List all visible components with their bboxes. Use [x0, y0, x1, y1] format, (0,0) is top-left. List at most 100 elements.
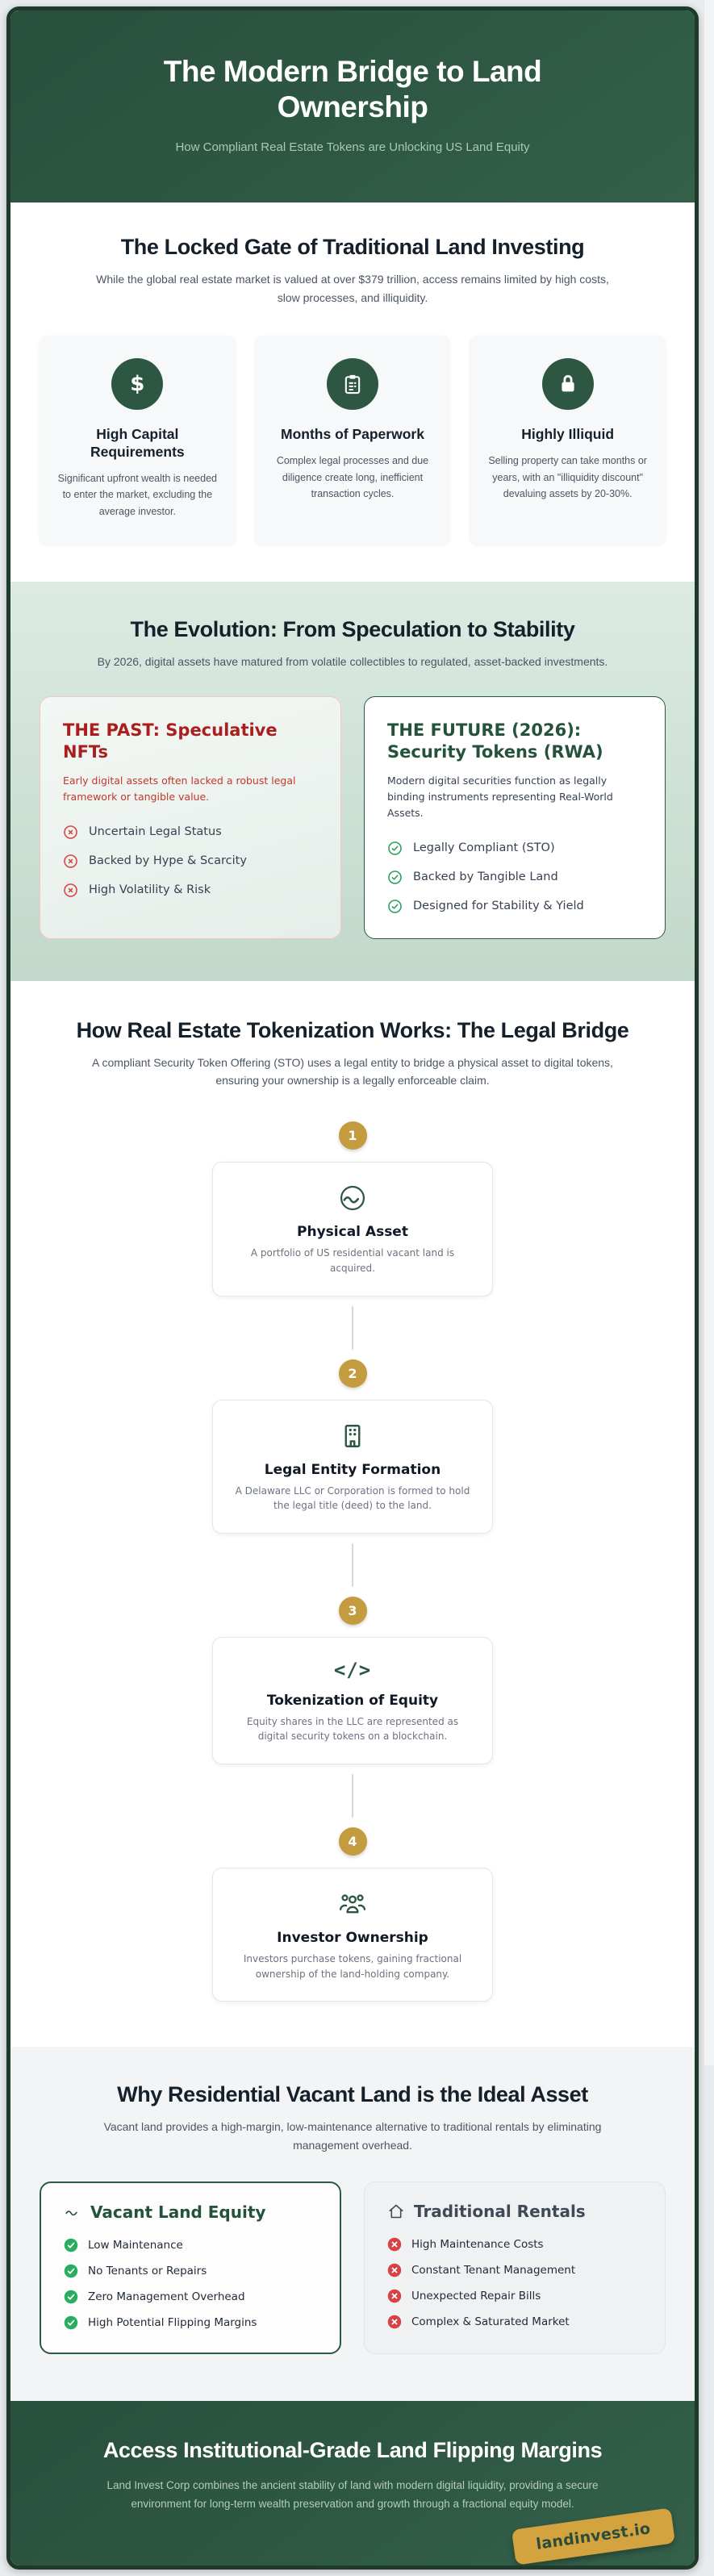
problem-cards: $ High Capital Requirements Significant … [40, 336, 666, 545]
comparison-title: Why Residential Vacant Land is the Ideal… [40, 2082, 666, 2107]
list-item: No Tenants or Repairs [64, 2264, 317, 2278]
step-card-legal-entity: Legal Entity Formation A Delaware LLC or… [212, 1400, 493, 1534]
step-title: Tokenization of Equity [232, 1693, 473, 1709]
step-description: Equity shares in the LLC are represented… [232, 1714, 473, 1744]
step-title: Legal Entity Formation [232, 1462, 473, 1478]
list-item: High Potential Flipping Margins [64, 2315, 317, 2330]
past-card-list: Uncertain Legal Status Backed by Hype & … [63, 825, 318, 898]
problem-subtitle: While the global real estate market is v… [86, 270, 619, 307]
step-card-physical-asset: Physical Asset A portfolio of US residen… [212, 1162, 493, 1296]
past-card-title: THE PAST: Speculative NFTs [63, 720, 318, 764]
domain-badge[interactable]: landinvest.io [511, 2507, 675, 2565]
list-item: Backed by Hype & Scarcity [63, 854, 318, 869]
home-icon [387, 2202, 405, 2220]
problem-card-title: Highly Illiquid [486, 426, 649, 444]
step-number-badge: 1 [339, 1121, 367, 1150]
x-circle-filled-icon [387, 2263, 402, 2277]
list-item: Constant Tenant Management [387, 2263, 642, 2277]
evolution-cards: THE PAST: Speculative NFTs Early digital… [40, 696, 666, 939]
flow-connector-line [352, 1543, 353, 1587]
future-card-subtitle: Modern digital securities function as le… [387, 773, 642, 821]
problem-card-paperwork: Months of Paperwork Complex legal proces… [255, 336, 451, 545]
check-circle-filled-icon [64, 2238, 78, 2252]
problem-card-description: Significant upfront wealth is needed to … [56, 470, 219, 520]
traditional-rentals-card: Traditional Rentals High Maintenance Cos… [364, 2181, 666, 2354]
x-circle-filled-icon [387, 2237, 402, 2252]
step-description: A portfolio of US residential vacant lan… [232, 1246, 473, 1275]
process-flow: 1 Physical Asset A portfolio of US resid… [212, 1121, 493, 2002]
list-item: Unexpected Repair Bills [387, 2289, 642, 2303]
check-circle-icon [387, 841, 403, 856]
step-number-badge: 4 [339, 1827, 367, 1856]
past-card-subtitle: Early digital assets often lacked a robu… [63, 773, 318, 805]
vacant-card-list: Low Maintenance No Tenants or Repairs Ze… [64, 2238, 317, 2330]
comparison-cards: Vacant Land Equity Low Maintenance No Te… [40, 2181, 666, 2354]
list-item: High Volatility & Risk [63, 883, 318, 898]
rentals-card-title: Traditional Rentals [414, 2202, 586, 2221]
problem-card-capital: $ High Capital Requirements Significant … [40, 336, 236, 545]
vacant-land-card: Vacant Land Equity Low Maintenance No Te… [40, 2181, 341, 2354]
list-item: High Maintenance Costs [387, 2237, 642, 2252]
vacant-card-title: Vacant Land Equity [90, 2202, 265, 2222]
step-number-badge: 3 [339, 1597, 367, 1625]
step-number-badge: 2 [339, 1359, 367, 1388]
land-icon [232, 1184, 473, 1213]
evolution-title: The Evolution: From Speculation to Stabi… [40, 617, 666, 642]
list-item: Designed for Stability & Yield [387, 899, 642, 914]
land-icon [64, 2203, 81, 2221]
step-description: A Delaware LLC or Corporation is formed … [232, 1484, 473, 1513]
problem-card-description: Selling property can take months or year… [486, 453, 649, 503]
x-circle-filled-icon [387, 2315, 402, 2329]
footer-section: Access Institutional-Grade Land Flipping… [10, 2401, 695, 2566]
comparison-subtitle: Vacant land provides a high-margin, low-… [86, 2118, 619, 2154]
check-circle-icon [387, 899, 403, 914]
check-circle-filled-icon [64, 2264, 78, 2278]
step-description: Investors purchase tokens, gaining fract… [232, 1952, 473, 1981]
problem-section: The Locked Gate of Traditional Land Inve… [10, 202, 695, 581]
check-circle-icon [387, 870, 403, 885]
money-icon: $ [111, 358, 163, 410]
problem-card-illiquid: Highly Illiquid Selling property can tak… [470, 336, 666, 545]
page-title: The Modern Bridge to Land Ownership [127, 54, 578, 124]
flow-connector-line [352, 1306, 353, 1350]
check-circle-filled-icon [64, 2315, 78, 2330]
future-card-list: Legally Compliant (STO) Backed by Tangib… [387, 841, 642, 914]
step-card-tokenization: </> Tokenization of Equity Equity shares… [212, 1637, 493, 1764]
future-token-card: THE FUTURE (2026): Security Tokens (RWA)… [364, 696, 666, 939]
clipboard-icon [327, 358, 378, 410]
problem-card-title: High Capital Requirements [56, 426, 219, 461]
footer-title: Access Institutional-Grade Land Flipping… [49, 2438, 656, 2463]
flow-connector-line [352, 1774, 353, 1818]
problem-title: The Locked Gate of Traditional Land Inve… [40, 235, 666, 260]
process-subtitle: A compliant Security Token Offering (STO… [86, 1054, 619, 1090]
list-item: Backed by Tangible Land [387, 870, 642, 885]
problem-card-title: Months of Paperwork [271, 426, 435, 444]
x-circle-icon [63, 825, 78, 840]
browser-scrollbar[interactable] [704, 0, 714, 2065]
page-subtitle: How Compliant Real Estate Tokens are Unl… [56, 140, 649, 154]
hero-section: The Modern Bridge to Land Ownership How … [10, 10, 695, 202]
lock-icon [542, 358, 594, 410]
people-icon [232, 1889, 473, 1918]
process-title: How Real Estate Tokenization Works: The … [40, 1018, 666, 1043]
x-circle-icon [63, 883, 78, 898]
x-circle-icon [63, 854, 78, 869]
list-item: Complex & Saturated Market [387, 2315, 642, 2329]
list-item: Legally Compliant (STO) [387, 841, 642, 856]
x-circle-filled-icon [387, 2289, 402, 2303]
building-icon [232, 1422, 473, 1451]
evolution-subtitle: By 2026, digital assets have matured fro… [86, 653, 619, 670]
step-title: Physical Asset [232, 1224, 473, 1240]
list-item: Uncertain Legal Status [63, 825, 318, 840]
list-item: Low Maintenance [64, 2238, 317, 2252]
future-card-title: THE FUTURE (2026): Security Tokens (RWA) [387, 720, 642, 764]
problem-card-description: Complex legal processes and due diligenc… [271, 453, 435, 503]
process-section: How Real Estate Tokenization Works: The … [10, 981, 695, 2048]
check-circle-filled-icon [64, 2290, 78, 2304]
step-title: Investor Ownership [232, 1930, 473, 1946]
rentals-card-list: High Maintenance Costs Constant Tenant M… [387, 2237, 642, 2329]
infographic-container: The Modern Bridge to Land Ownership How … [6, 6, 699, 2570]
code-icon: </> [232, 1659, 473, 1681]
evolution-section: The Evolution: From Speculation to Stabi… [10, 582, 695, 981]
comparison-section: Why Residential Vacant Land is the Ideal… [10, 2047, 695, 2401]
